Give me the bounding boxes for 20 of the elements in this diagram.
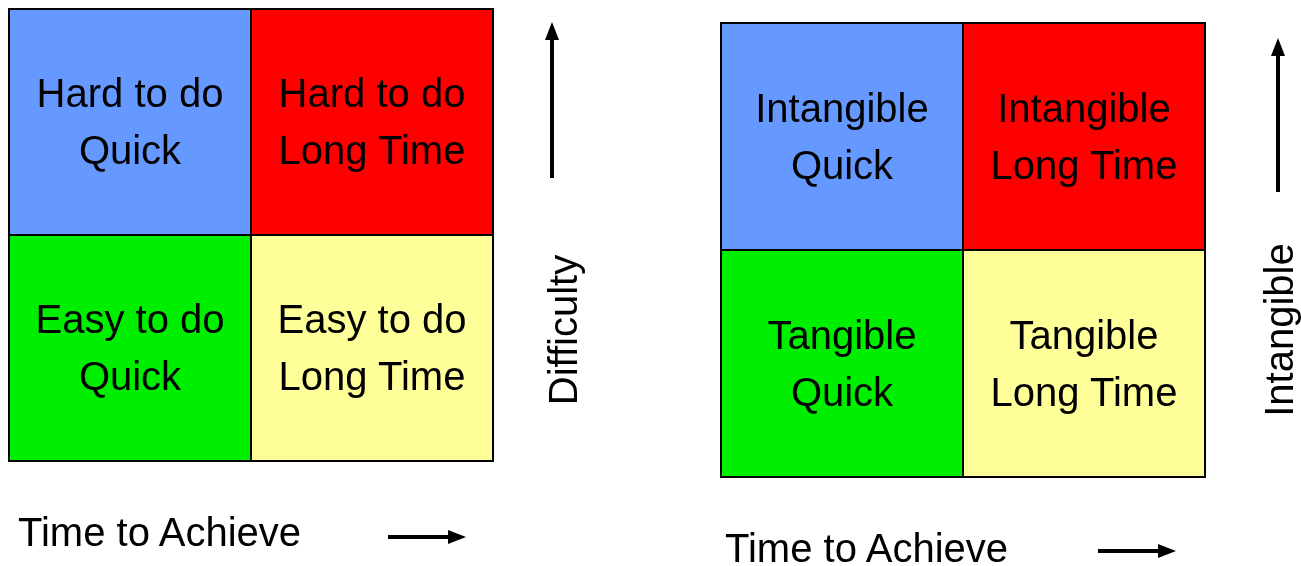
quadrant-cell — [962, 22, 1206, 251]
cell-text: Tangible Long Time — [989, 311, 1179, 416]
axis-label: Intangible — [1258, 243, 1299, 417]
cell-text: Intangible Quick — [754, 84, 930, 189]
quadrant-cell — [250, 234, 494, 462]
cell-text: Hard to do Quick — [35, 70, 225, 174]
cell-text: Easy to do Long Time — [276, 296, 468, 400]
cell-text: Easy to do Quick — [34, 296, 226, 400]
cell-text: Tangible Quick — [766, 311, 918, 416]
quadrant-cell — [250, 8, 494, 236]
cell-text: Intangible Long Time — [989, 84, 1179, 189]
axis-label: Time to Achieve — [725, 528, 1009, 566]
axis-label: Time to Achieve — [18, 512, 302, 552]
quadrant-cell — [720, 22, 964, 251]
quadrant-cell — [8, 8, 252, 236]
quadrant-cell — [962, 249, 1206, 478]
quadrant-cell — [8, 234, 252, 462]
cell-text: Hard to do Long Time — [277, 70, 467, 174]
quadrant-cell — [720, 249, 964, 478]
axis-label: Difficulty — [543, 254, 584, 406]
